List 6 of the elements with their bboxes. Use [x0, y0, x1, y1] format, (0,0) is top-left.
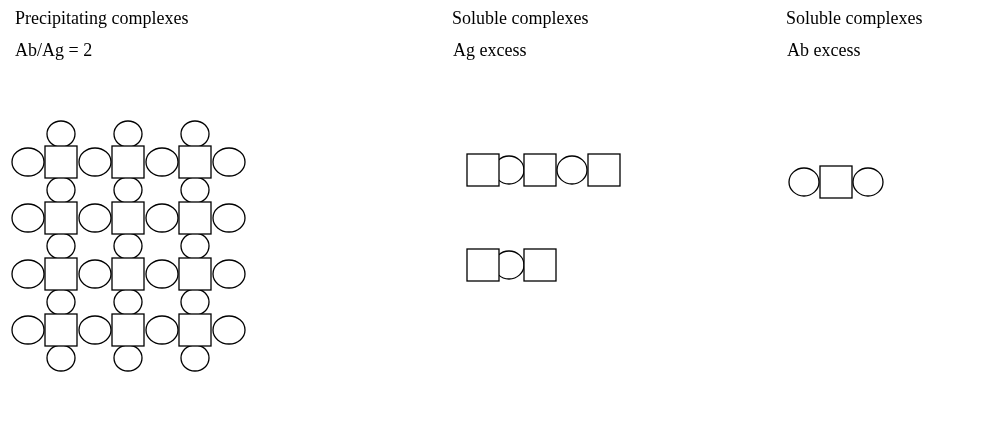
column-heading: Precipitating complexes — [15, 8, 189, 29]
column-subheading: Ab/Ag = 2 — [15, 40, 93, 61]
column-subheading: Ag excess — [453, 40, 527, 61]
column-heading: Soluble complexes — [786, 8, 923, 29]
column-heading: Soluble complexes — [452, 8, 589, 29]
column-subheading: Ab excess — [787, 40, 861, 61]
